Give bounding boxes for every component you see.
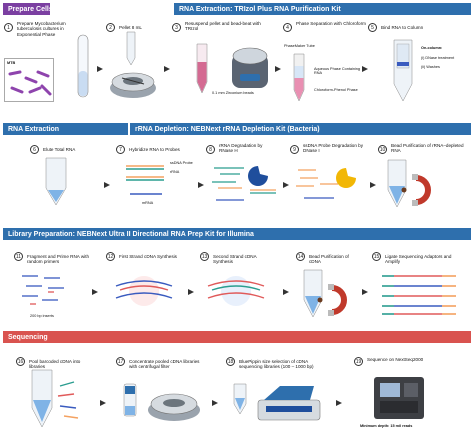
step-16-label: Pool barcoded cDNA into libraries: [29, 359, 81, 370]
banner-rrna-depletion: rRNA Depletion: NEBNext rRNA Depletion K…: [130, 123, 471, 135]
dnase-i-icon: [296, 168, 356, 199]
step-8-label: rRNA Degradation by RNase H: [219, 143, 263, 154]
step-17-number: 17: [116, 357, 125, 366]
phasemaker-label: PhaseMaker Tube: [284, 44, 315, 48]
centrifuge-icon: [110, 72, 156, 98]
rnase-h-icon: [212, 166, 276, 201]
spin-column-icon: [393, 39, 413, 102]
bead-purification-icon: [387, 159, 431, 208]
step-6-number: 6: [30, 145, 39, 154]
step-7-label: Hybridize RNA to Probes: [129, 147, 180, 152]
step-7-number: 7: [116, 145, 125, 154]
step-13-label: Second Strand cDNA Synthesis: [213, 254, 257, 265]
insert-size-label: 200 bp inserts: [30, 314, 54, 318]
bluepippin-icon: [233, 383, 321, 421]
step-19-number: 19: [354, 357, 363, 366]
step-16-number: 16: [16, 357, 25, 366]
step-1-label: Prepare Mycobacterium tuberculosis cultu…: [17, 21, 66, 37]
banner-rna-extraction-kit: RNA Extraction: TRIzol Plus RNA Purifica…: [174, 3, 471, 15]
step-1-number: 1: [4, 23, 13, 32]
step-5-number: 5: [368, 23, 377, 32]
step-17-label: Concentrate pooled cDNA libraries with c…: [129, 359, 200, 370]
step-10-label: Bead Purification of rRNA–depleted RNA: [391, 143, 464, 154]
banner-rrna-depletion-text: rRNA Depletion: NEBNext rRNA Depletion K…: [135, 125, 320, 133]
mrna-label: mRNA: [142, 201, 154, 205]
pooled-library-tube-icon: [31, 369, 79, 428]
step-14-number: 14: [296, 252, 305, 261]
bead-beater-icon: [232, 47, 268, 88]
step-6-label: Elute Total RNA: [43, 147, 76, 152]
total-rna-tube-icon: [45, 157, 67, 206]
step-14-label: Bead Purification of cDNA: [309, 254, 349, 265]
phase-tube-icon: [293, 53, 305, 102]
step-9-number: 9: [290, 145, 299, 154]
step-9-label: ssDNA Probe Degradation by DNase I: [303, 143, 364, 154]
fragment-prime-icon: [22, 275, 64, 305]
step-12-label: First Strand cDNA Synthesis: [119, 254, 177, 259]
banner-rna-extraction-text: RNA Extraction: [8, 125, 60, 133]
step-4-number: 4: [283, 23, 292, 32]
step-19-label: Sequence on NextSeq2000: [367, 357, 424, 362]
beads-label: 0.1 mm Zirconium beads: [212, 91, 254, 95]
step-10-number: 10: [378, 145, 387, 154]
step-15-number: 15: [372, 252, 381, 261]
trizol-tube-icon: [196, 43, 208, 94]
min-depth-label: Minimum depth: 15 mil reads: [360, 424, 413, 428]
banner-prepare-cells: Prepare Cells: [3, 3, 53, 15]
bacteria-icon: [8, 70, 52, 96]
step-2-number: 2: [106, 23, 115, 32]
step-18-label: BluePippin size selection of cDNA sequen…: [239, 359, 314, 370]
aqueous-phase-label: Aqueous Phase Containing RNA: [314, 67, 361, 76]
step-18-number: 18: [226, 357, 235, 366]
cdna-bead-purification-icon: [303, 269, 347, 318]
banner-rna-extraction-kit-text: RNA Extraction: TRIzol Plus RNA Purifica…: [179, 5, 341, 13]
nextseq-sequencer-icon: [374, 377, 424, 419]
banner-prepare-cells-text: Prepare Cells: [8, 5, 53, 13]
step-11-number: 11: [14, 252, 23, 261]
step-15-label: Ligate Sequencing Adaptors and Amplify: [385, 254, 452, 265]
second-strand-icon: [207, 276, 265, 306]
ssdna-probe-label: ssDNA Probe: [170, 161, 193, 165]
adaptor-ligation-icon: [382, 275, 456, 315]
centrifugal-filter-icon: [123, 383, 200, 421]
step-11-label: Fragment and Prime RNA with random prime…: [27, 254, 90, 265]
step-5-label: Bind RNA to Column: [381, 25, 424, 30]
culture-tube-icon: [77, 34, 89, 98]
first-strand-icon: [115, 276, 173, 306]
step-2-label: Pellet 8 mL: [119, 25, 142, 30]
mtb-panel: [4, 58, 54, 102]
banner-sequencing: Sequencing: [3, 331, 471, 343]
on-column-label: On-column:: [421, 46, 443, 50]
dnase-treatment-label: (i) DNase treatment: [421, 56, 455, 60]
step-13-number: 13: [200, 252, 209, 261]
mtb-label: MTB: [7, 61, 16, 65]
pellet-tube-icon: [126, 31, 136, 66]
chloroform-phase-label: Chloroform-Phenol Phase: [314, 88, 358, 92]
step-12-number: 12: [106, 252, 115, 261]
step-3-number: 3: [172, 23, 181, 32]
banner-library-prep-text: Library Preparation: NEBNext Ultra II Di…: [8, 230, 254, 238]
rrna-label: rRNA: [170, 170, 180, 174]
banner-rna-extraction: RNA Extraction: [3, 123, 128, 135]
banner-library-prep: Library Preparation: NEBNext Ultra II Di…: [3, 228, 471, 240]
step-8-number: 8: [206, 145, 215, 154]
banner-sequencing-text: Sequencing: [8, 333, 48, 341]
washes-label: (ii) Washes: [421, 65, 440, 69]
step-4-label: Phase Separation with Chloroform: [296, 21, 366, 26]
step-3-label: Resuspend pellet and bead-beat with TRIz…: [185, 21, 261, 32]
hybridize-strands-icon: [126, 165, 164, 195]
